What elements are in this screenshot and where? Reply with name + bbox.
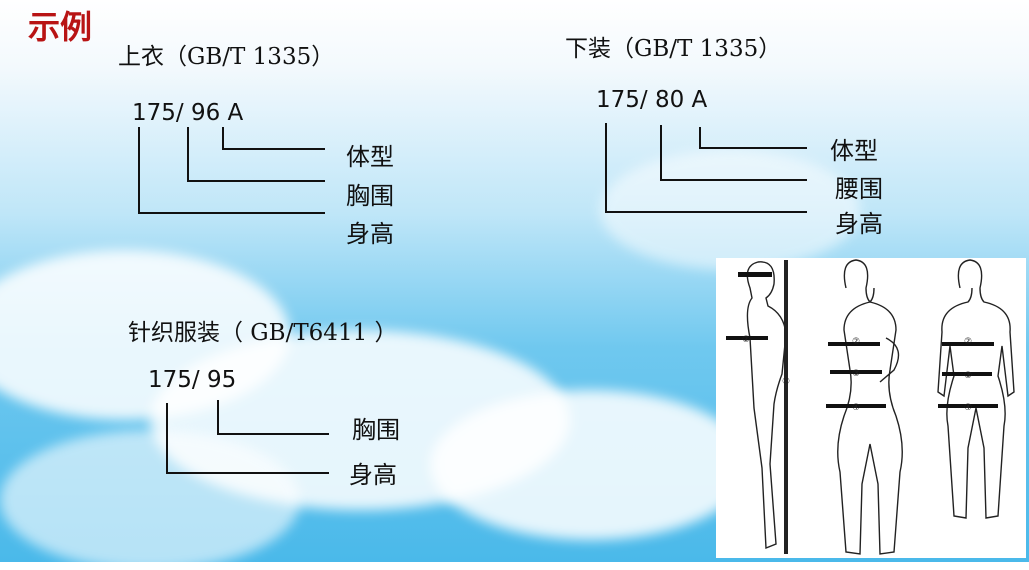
- marker-3: ③: [852, 369, 860, 379]
- knit-code: 175/ 95: [148, 367, 237, 393]
- marker-4: ④: [852, 403, 860, 413]
- waist-band: [942, 372, 992, 376]
- label-body-type: 体型: [830, 137, 878, 165]
- connector-line: [217, 433, 329, 435]
- knit-heading: 针织服装（ GB/T6411 ）: [128, 320, 398, 346]
- connector-line: [660, 179, 807, 181]
- label-body-type: 体型: [346, 143, 394, 171]
- connector-line: [138, 127, 140, 214]
- body-measurement-figure: ① ② ② ③ ④ ② ③ ④: [716, 258, 1026, 558]
- chest-band: [726, 336, 768, 340]
- label-waist: 腰围: [835, 175, 883, 203]
- connector-line: [138, 212, 325, 214]
- connector-line: [660, 125, 662, 181]
- label-chest: 胸围: [346, 182, 394, 210]
- cloud-decoration: [0, 430, 300, 570]
- top-code: 175/ 96 A: [132, 100, 244, 126]
- connector-line: [699, 127, 701, 148]
- marker-4: ④: [964, 403, 972, 413]
- label-chest: 胸围: [352, 416, 400, 444]
- connector-line: [166, 472, 329, 474]
- head-band: [738, 272, 772, 277]
- connector-line: [166, 403, 168, 474]
- connector-line: [187, 127, 189, 182]
- label-height: 身高: [346, 220, 394, 248]
- waist-band: [830, 370, 882, 374]
- body-measurement-illustration: ① ② ② ③ ④ ② ③ ④: [726, 259, 1015, 555]
- connector-line: [699, 147, 807, 149]
- height-ruler: [784, 260, 788, 554]
- bottom-code: 175/ 80 A: [596, 87, 708, 113]
- bottom-heading: 下装（GB/T 1335）: [565, 36, 782, 62]
- cloud-decoration: [600, 150, 860, 270]
- chest-band: [828, 342, 880, 346]
- top-heading: 上衣（GB/T 1335）: [118, 44, 335, 70]
- cloud-decoration: [430, 390, 750, 540]
- hip-band: [938, 404, 998, 408]
- marker-2: ②: [742, 335, 750, 345]
- chest-band: [942, 342, 994, 346]
- connector-line: [605, 211, 807, 213]
- label-height: 身高: [835, 210, 883, 238]
- connector-line: [187, 180, 325, 182]
- label-height: 身高: [349, 461, 397, 489]
- marker-3: ③: [964, 371, 972, 381]
- marker-2: ②: [852, 337, 860, 347]
- marker-1: ①: [782, 377, 790, 387]
- connector-line: [222, 148, 325, 150]
- page-title: 示例: [28, 8, 93, 46]
- marker-2: ②: [964, 337, 972, 347]
- connector-line: [217, 400, 219, 435]
- connector-line: [605, 123, 607, 213]
- hip-band: [826, 404, 886, 408]
- connector-line: [222, 127, 224, 149]
